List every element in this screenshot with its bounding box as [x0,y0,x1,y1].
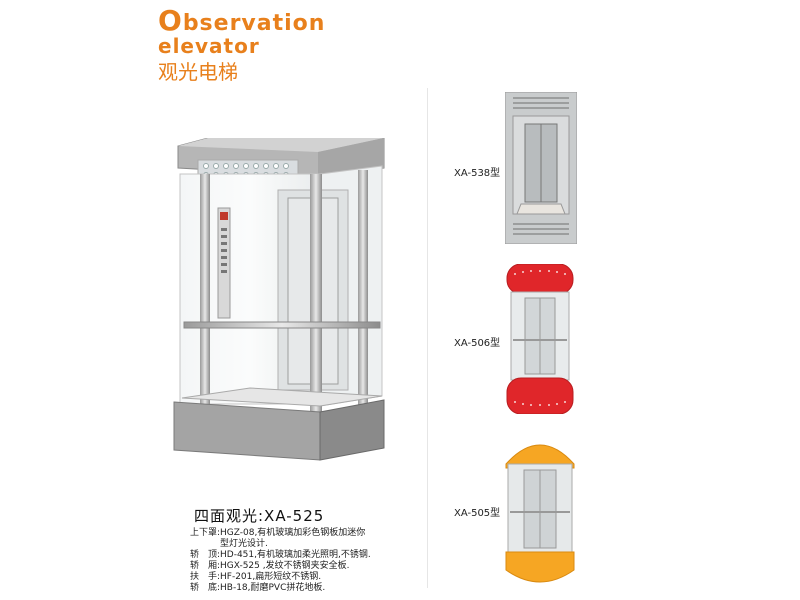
spec-line: 轿 顶:HD-451,有机玻璃加柔光照明,不锈钢. [190,550,371,561]
heading-rest: bservation [182,11,326,36]
spec-line: 轿 底:HB-18,耐磨PVC拼花地板. [190,583,325,594]
elevator-xa538-illustration [505,92,577,244]
heading-observation: Observation [158,4,325,37]
elevator-xa506-illustration [506,264,574,414]
heading-elevator: elevator [158,34,260,58]
spec-label: 扶 手: [190,572,221,582]
main-model-title: 四面观光:XA-525 [194,507,325,525]
spec-line: 型灯光设计. [190,539,268,550]
spec-text: HB-18,耐磨PVC拼花地板. [220,583,326,593]
spec-label: 轿 顶: [190,550,221,560]
variant-caption-xa538: XA-538型 [454,168,501,179]
variant-caption-xa506: XA-506型 [454,338,501,349]
spec-text: HD-451,有机玻璃加柔光照明,不锈钢. [220,550,371,560]
heading-initial: O [158,4,183,37]
spec-line: 轿 厢:HGX-525 ,发纹不锈钢夹安全板. [190,561,349,572]
spec-label: 上下罩: [190,528,221,538]
elevator-xa505-illustration [505,444,575,583]
heading-chinese: 观光电梯 [158,60,238,84]
spec-text: HGZ-08,有机玻璃加彩色钢板加迷你 [220,528,366,538]
spec-line: 上下罩:HGZ-08,有机玻璃加彩色钢板加迷你 [190,528,365,539]
spec-text: HGX-525 ,发纹不锈钢夹安全板. [220,561,350,571]
spec-text: HF-201,扁形短纹不锈钢. [220,572,322,582]
vertical-divider [427,88,428,588]
elevator-xa525-illustration [173,138,385,461]
variant-caption-xa505: XA-505型 [454,508,501,519]
spec-text: 型灯光设计. [220,539,268,549]
spec-label: 轿 厢: [190,561,221,571]
spec-label: 轿 底: [190,583,221,593]
spec-line: 扶 手:HF-201,扁形短纹不锈钢. [190,572,321,583]
